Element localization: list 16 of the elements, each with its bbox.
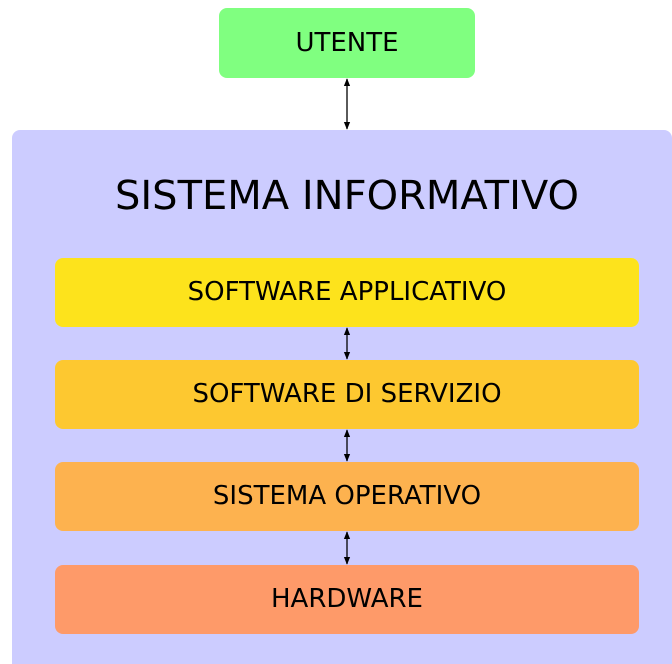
system-panel [12,130,672,664]
layer-box [55,258,639,327]
layer-box [55,462,639,531]
double-arrow [344,429,350,462]
double-arrow [344,78,350,130]
box-label: HARDWARE [271,583,423,616]
layer-box [55,565,639,634]
box-label: SOFTWARE DI SERVIZIO [192,378,502,411]
user-box [219,8,475,78]
box-label: SISTEMA OPERATIVO [212,480,482,513]
box-label: UTENTE [295,26,399,60]
double-arrow [344,327,350,360]
double-arrow [344,531,350,565]
panel-title: SISTEMA INFORMATIVO [114,172,580,221]
layer-box [55,360,639,429]
box-label: SOFTWARE APPLICATIVO [188,276,506,309]
